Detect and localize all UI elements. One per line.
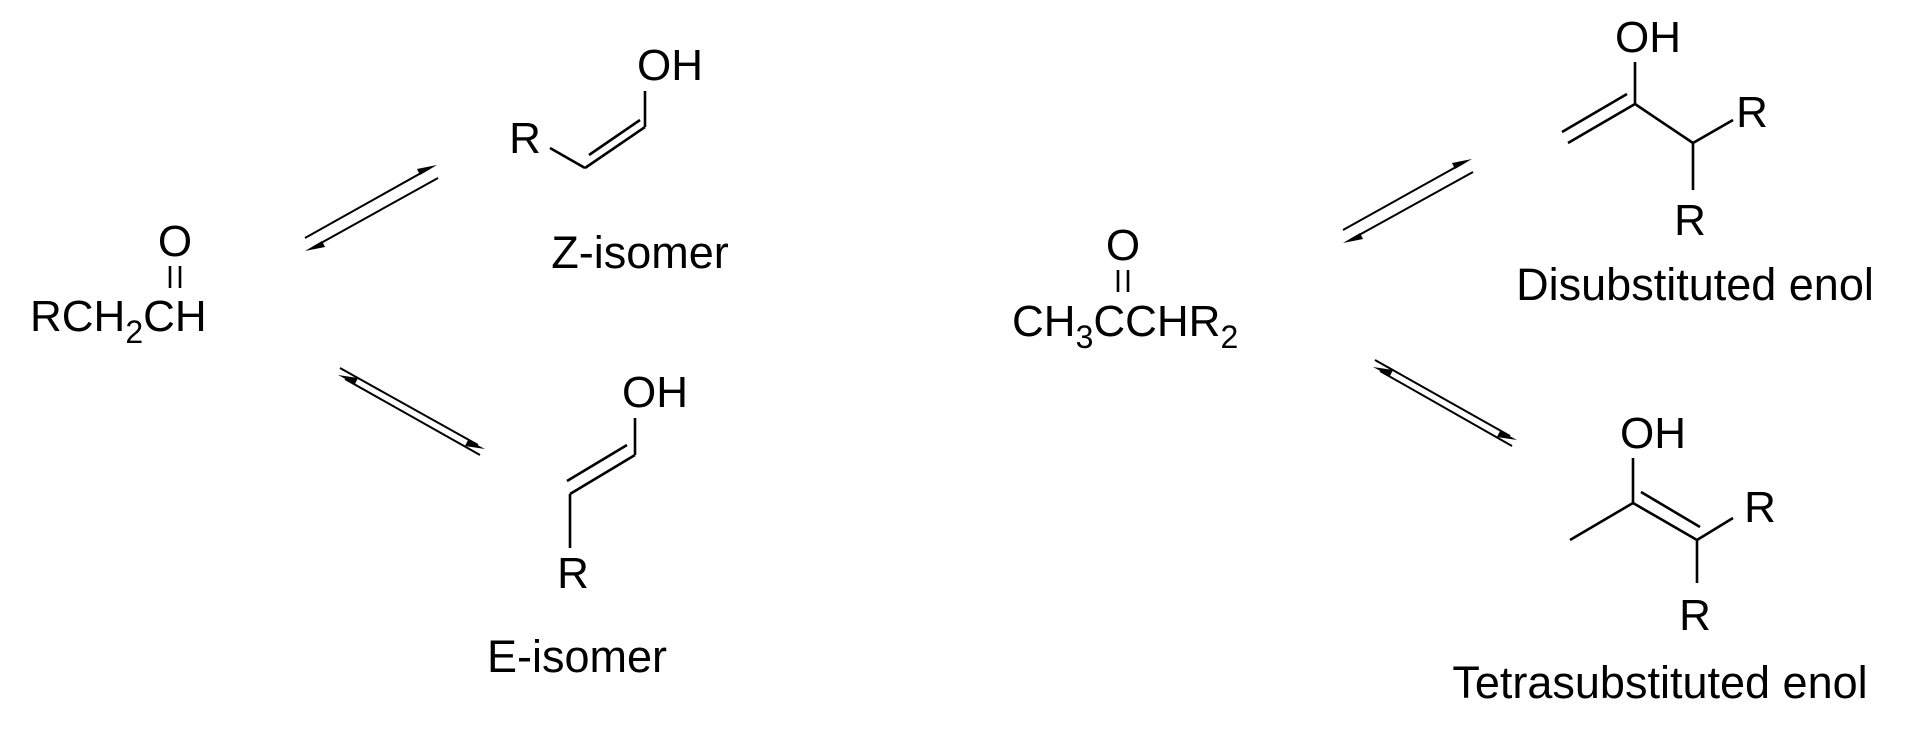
aldehyde: O RCH2CH [30,217,207,350]
z-isomer-r-bond [549,146,586,170]
disubstituted-r1-label: R [1736,88,1768,137]
e-isomer-double-bond-a [569,453,636,496]
z-isomer-structure: OH R Z-isomer [509,41,729,278]
e-isomer-double-bond-b [566,443,628,483]
equilibrium-arrow-to-z [304,165,439,251]
tetrasubstituted-caption: Tetrasubstituted enol [1452,657,1867,708]
equilibrium-arrow-to-disubstituted [1342,159,1474,243]
e-isomer-structure: OH R E-isomer [487,368,688,682]
reverse-arrow-head [1343,233,1363,243]
disubstituted-enol-structure: OH R R Disubstituted enol [1516,13,1874,310]
tetrasubstituted-enol-structure: OH R R Tetrasubstituted enol [1452,409,1867,708]
aldehyde-oxygen-label: O [158,217,192,266]
forward-arrow-head [417,165,437,175]
tetrasubstituted-r1-bond [1696,516,1734,542]
z-isomer-caption: Z-isomer [551,227,729,278]
forward-arrow-head [465,440,485,449]
tetrasubstituted-oh-label: OH [1620,409,1686,458]
disubstituted-caption: Disubstituted enol [1516,259,1874,310]
forward-arrow-head [1497,431,1517,440]
disubstituted-r1-bond [1692,118,1734,145]
equilibrium-arrow-to-tetrasubstituted [1373,359,1517,447]
e-isomer-r-label: R [557,549,589,598]
e-isomer-oh-label: OH [622,368,688,417]
forward-arrow-line [1374,359,1511,437]
equilibrium-arrow-to-e [338,367,485,456]
reverse-arrow-line [1349,171,1474,241]
ketone: O CH3CCHR2 [1012,221,1238,355]
reverse-arrow-head [338,375,358,384]
forward-arrow-head [1452,159,1472,169]
reverse-arrow-line [1379,370,1513,447]
z-isomer-double-bond-a [584,125,646,170]
forward-arrow-line [339,367,479,446]
aldehyde-formula: RCH2CH [30,292,207,350]
reverse-arrow-head [305,241,325,251]
reverse-arrow-line [311,177,439,249]
disubstituted-chain-bond [1634,102,1694,145]
ketone-formula: CH3CCHR2 [1012,297,1238,355]
e-isomer-caption: E-isomer [487,631,667,682]
disubstituted-double-bond-b [1561,92,1628,134]
z-isomer-oh-label: OH [637,41,703,90]
tetrasubstituted-double-bond-b [1640,490,1701,529]
disubstituted-double-bond-a [1567,102,1636,145]
ketone-oxygen-label: O [1106,221,1140,270]
forward-arrow-line [304,167,431,239]
tetrasubstituted-methyl-bond [1569,501,1634,542]
tetrasubstituted-r1-label: R [1744,483,1776,532]
tetrasubstituted-double-bond-a [1632,501,1698,542]
disubstituted-r2-label: R [1674,196,1706,245]
reverse-arrow-line [344,378,481,456]
disubstituted-oh-label: OH [1615,13,1681,62]
reverse-arrow-head [1373,367,1393,376]
z-isomer-r-label: R [509,114,541,163]
z-isomer-double-bond-b [588,118,641,157]
forward-arrow-line [1342,161,1466,231]
tetrasubstituted-r2-label: R [1679,591,1711,640]
